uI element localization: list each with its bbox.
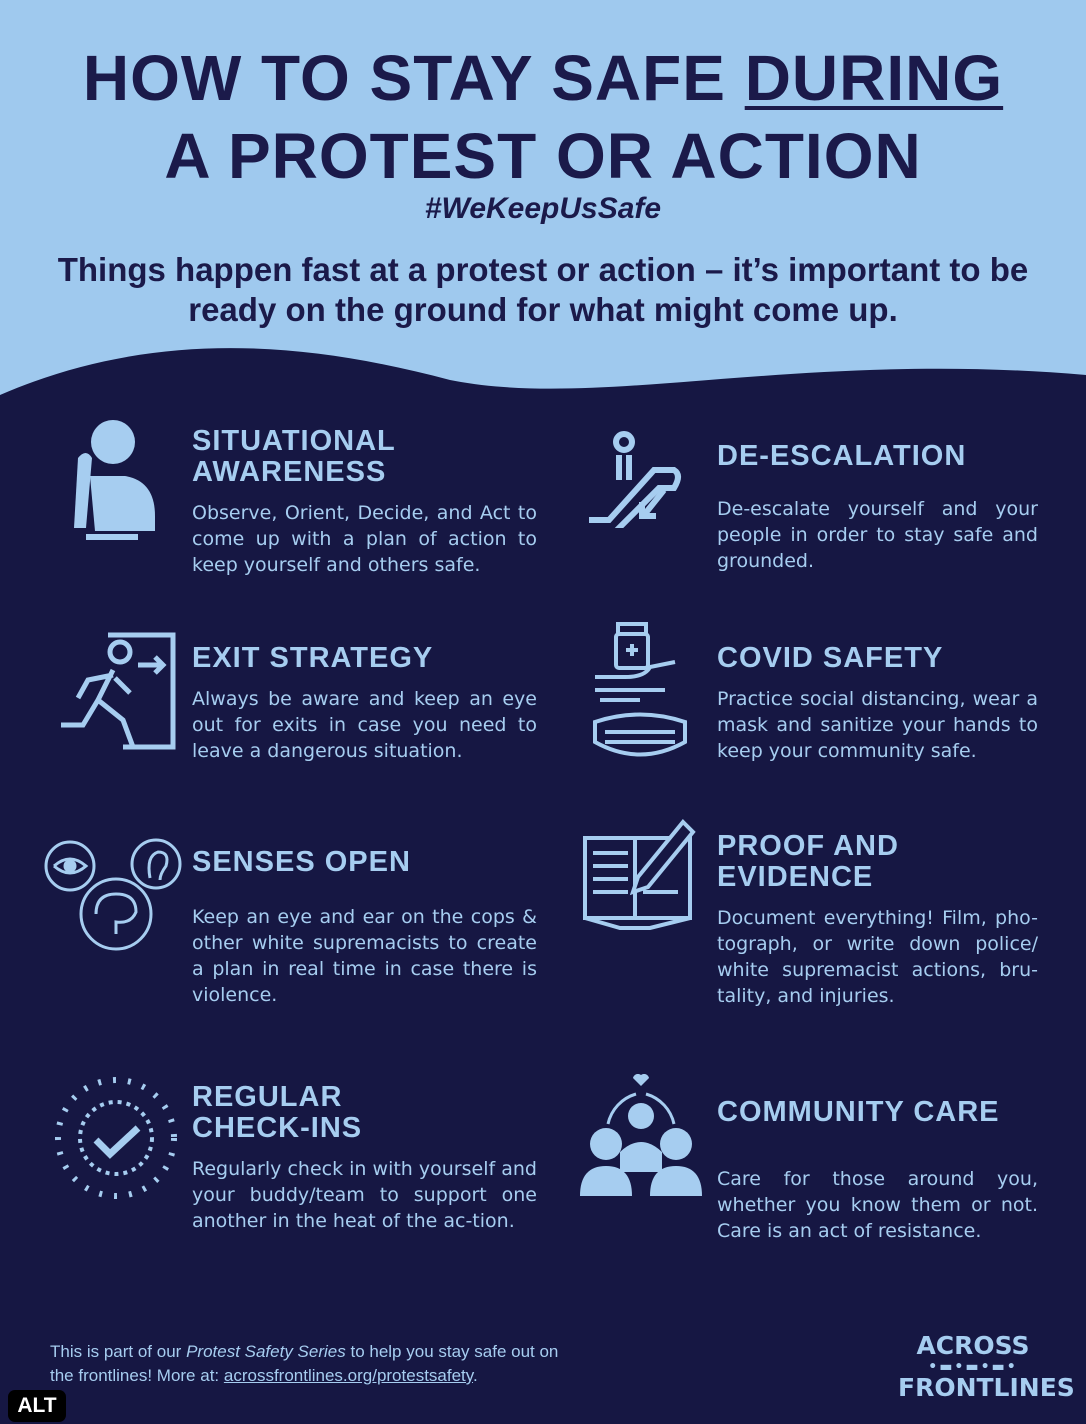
tip-exit-strategy: EXIT STRATEGY Always be aware and keep an…	[192, 643, 537, 764]
website-link[interactable]: acrossfrontlines.org/protestsafety	[223, 1366, 474, 1385]
tip-de-escalation: DE-ESCALATION De-escalate yourself and yo…	[717, 441, 1038, 574]
header-background	[0, 0, 1086, 420]
tip-community-care: COMMUNITY CARE Care for those around you,…	[717, 1097, 1038, 1244]
footer-more: to help you stay safe out on the frontli…	[50, 1342, 559, 1385]
tip-covid-safety: COVID SAFETY Practice social distancing, …	[717, 643, 1038, 764]
logo-divider: •▬•▬•▬•	[928, 1359, 1018, 1375]
wave-divider	[0, 348, 1086, 430]
title-text: HOW TO STAY SAFE	[82, 42, 745, 114]
tip-title: DE-ESCALATION	[717, 440, 967, 472]
footer-text: This is part of our Protest Safety Serie…	[50, 1340, 580, 1388]
across-frontlines-logo: ACROSS•▬•▬•▬•FRONTLINES	[898, 1331, 1075, 1402]
sanitizer-mask-icon	[593, 622, 687, 757]
tip-body: Care for those around you, whether you k…	[717, 1168, 1038, 1242]
logo-line-2: FRONTLINES	[898, 1373, 1075, 1402]
tip-body: De-escalate yourself and your people in …	[717, 498, 1038, 572]
tip-title: REGULAR CHECK-INS	[192, 1081, 363, 1144]
tip-title: COVID SAFETY	[717, 642, 944, 674]
notebook-pen-icon	[583, 819, 696, 930]
tip-proof-and-evidence: PROOF AND EVIDENCE Document everything! F…	[717, 831, 1038, 1009]
footer-intro: This is part of our	[50, 1342, 187, 1361]
page-title-line-1: HOW TO STAY SAFE DURING	[0, 40, 1086, 116]
tip-body: Always be aware and keep an eye out for …	[192, 688, 537, 762]
checkmark-circle-icon	[55, 1077, 177, 1199]
tip-senses-open: SENSES OPEN Keep an eye and ear on the co…	[192, 847, 537, 1008]
subtitle: Things happen fast at a protest or actio…	[57, 251, 1029, 328]
tip-title: SITUATIONAL AWARENESS	[192, 425, 396, 488]
tip-regular-check-ins: REGULAR CHECK-INS Regularly check in with…	[192, 1082, 537, 1234]
tip-body: Regularly check in with yourself and you…	[192, 1158, 537, 1232]
tip-title: EXIT STRATEGY	[192, 642, 434, 674]
tip-body: Keep an eye and ear on the cops & other …	[192, 906, 537, 1006]
tip-title: COMMUNITY CARE	[717, 1096, 1000, 1128]
eye-ear-brain-icon	[44, 838, 182, 951]
tip-title: SENSES OPEN	[192, 846, 411, 878]
community-heart-icon	[580, 1074, 702, 1196]
exit-running-icon	[61, 632, 176, 750]
tip-situational-awareness: SITUATIONAL AWARENESS Observe, Orient, De…	[192, 426, 537, 578]
page-title-line-2: A PROTEST OR ACTION	[164, 120, 922, 192]
person-thinking-icon	[74, 420, 155, 540]
tip-body: Document everything! Film, pho-tograph, …	[717, 907, 1038, 1007]
tip-title: PROOF AND EVIDENCE	[717, 830, 899, 893]
hashtag: #WeKeepUsSafe	[424, 192, 662, 225]
tip-body: Observe, Orient, Decide, and Act to come…	[192, 502, 537, 576]
escalator-down-icon	[589, 431, 681, 528]
logo-line-1: ACROSS	[916, 1331, 1030, 1360]
alt-text-button[interactable]: ALT	[8, 1390, 66, 1422]
footer-end: .	[473, 1366, 478, 1385]
title-emphasis: DURING	[744, 42, 1004, 114]
tip-body: Practice social distancing, wear a mask …	[717, 688, 1038, 762]
series-name: Protest Safety Series	[186, 1342, 346, 1361]
